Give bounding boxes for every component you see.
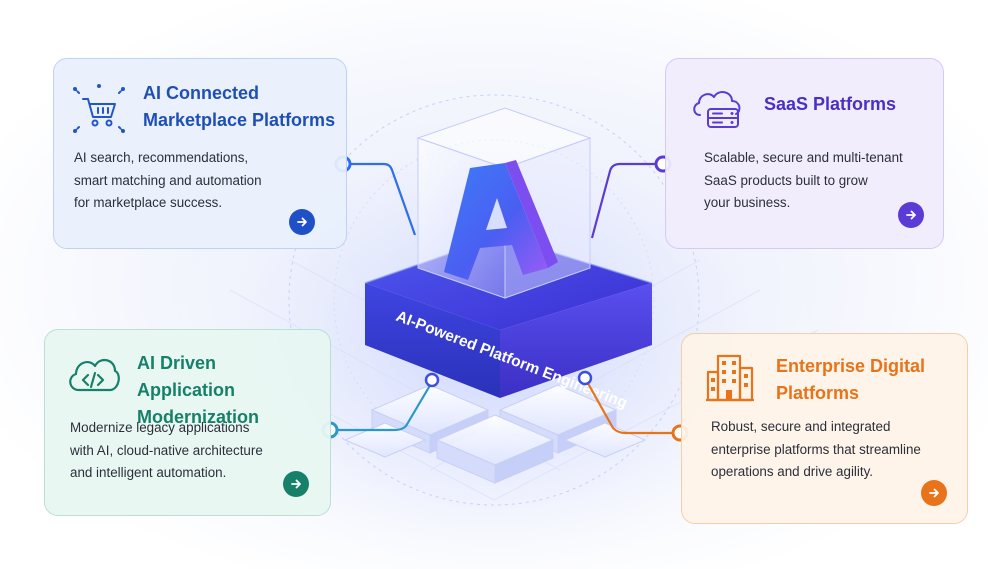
modernization-arrow-button[interactable] xyxy=(283,471,309,497)
marketplace-arrow-button[interactable] xyxy=(289,209,315,235)
arrow-right-icon xyxy=(291,479,301,489)
card-description: AI search, recommendations, smart matchi… xyxy=(74,150,262,210)
enterprise-arrow-button[interactable] xyxy=(921,480,947,506)
floor-tiles xyxy=(343,384,647,484)
card-title: SaaS Platforms xyxy=(764,94,897,114)
card-description: Scalable, secure and multi-tenant SaaS p… xyxy=(704,150,903,210)
shopping-cart-network-icon xyxy=(73,84,125,133)
card-marketplace[interactable]: AI Connected Marketplace Platforms AI se… xyxy=(53,58,347,249)
card-title: AI Driven Application Modernization xyxy=(137,353,259,427)
card-modernization[interactable]: AI Driven Application Modernization Mode… xyxy=(44,329,331,516)
card-enterprise[interactable]: Enterprise Digital Platforms Robust, sec… xyxy=(681,333,968,524)
saas-arrow-button[interactable] xyxy=(898,202,924,228)
card-saas[interactable]: SaaS Platforms Scalable, secure and mult… xyxy=(665,58,944,249)
connector-lines xyxy=(330,162,680,435)
arrow-right-icon xyxy=(906,210,916,220)
cloud-server-icon xyxy=(693,91,741,128)
arrow-right-icon xyxy=(297,217,307,227)
card-title: Enterprise Digital Platforms xyxy=(776,356,926,403)
card-description: Robust, secure and integrated enterprise… xyxy=(711,419,921,479)
buildings-icon xyxy=(706,354,754,402)
arrow-right-icon xyxy=(929,488,939,498)
cloud-code-icon xyxy=(69,358,120,392)
letter-a-logo xyxy=(444,160,558,280)
card-description: Modernize legacy applications with AI, c… xyxy=(70,420,263,480)
card-title: AI Connected Marketplace Platforms xyxy=(143,83,336,130)
